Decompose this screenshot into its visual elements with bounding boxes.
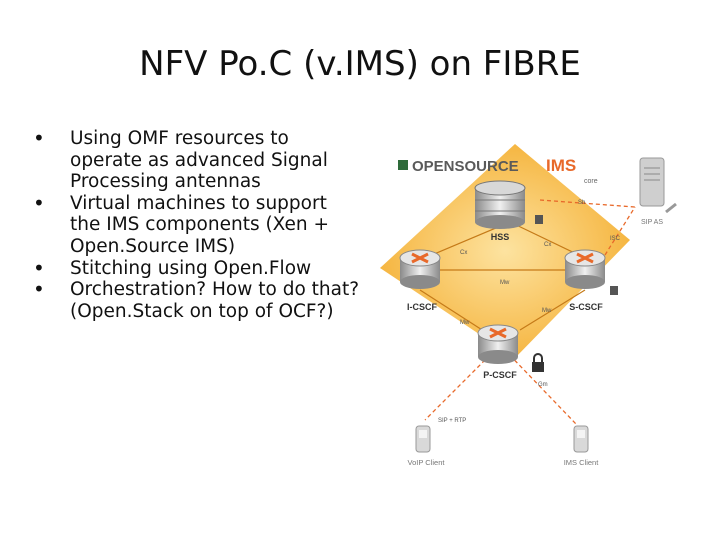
bullet-text: Virtual machines to support the IMS comp… [70,192,330,257]
logo-open-text: OPENSOURCE [412,158,519,175]
ims-client-label: IMS Client [564,458,600,467]
interface-mw-right: Mw [542,308,552,314]
bullet-dot-icon: • [33,190,45,215]
interface-gm: Gm [538,382,548,388]
hss-label: HSS [491,232,510,242]
ims-architecture-diagram: OPENSOURCE IMS core HSS SIP AS I-CSCF S-… [380,144,677,467]
bullet-item: • Orchestration? How to do that? (Open.St… [30,279,360,322]
icscf-label: I-CSCF [407,302,437,312]
bullet-text: Stitching using Open.Flow [70,257,312,279]
bullet-text: Using OMF resources to operate as advanc… [70,128,328,193]
bullet-dot-icon: • [33,126,45,150]
voip-client-label: VoIP Client [408,458,446,467]
bullet-dot-icon: • [33,277,45,302]
scscf-label: S-CSCF [569,302,603,312]
bullet-dot-icon: • [33,255,45,280]
scscf-router-icon [564,249,618,295]
hss-database-icon [474,180,543,229]
bullet-item: • Stitching using Open.Flow [30,255,360,280]
bullet-item: • Using OMF resources to operate as advan… [30,126,360,193]
sip-as-server-icon [639,157,677,214]
pcscf-router-icon [477,324,519,364]
logo-ims-text: IMS [546,156,576,175]
interface-isc: ISC [610,236,621,242]
voip-phone-icon [415,425,431,453]
interface-sip-rtp: SIP + RTP [438,418,466,424]
slide-title: NFV Po.C (v.IMS) on FIBRE [139,44,581,84]
bullet-item: • Virtual machines to support the IMS com… [30,190,360,258]
interface-sh: Sh [578,200,585,206]
bullet-text: Orchestration? How to do that? (Open.Sta… [70,279,360,322]
bullet-list: • Using OMF resources to operate as advan… [30,126,360,322]
logo-core-text: core [584,178,598,185]
sip-as-label: SIP AS [641,219,663,226]
pcscf-label: P-CSCF [483,370,517,380]
icscf-router-icon [399,249,441,289]
logo-mark-icon [398,160,408,170]
lock-icon [532,353,544,372]
interface-mw-left: Mw [460,320,470,326]
interface-cx-right: Cx [544,242,551,248]
ims-phone-icon [573,425,589,453]
interface-cx-left: Cx [460,250,467,256]
interface-mw-top: Mw [500,280,510,286]
